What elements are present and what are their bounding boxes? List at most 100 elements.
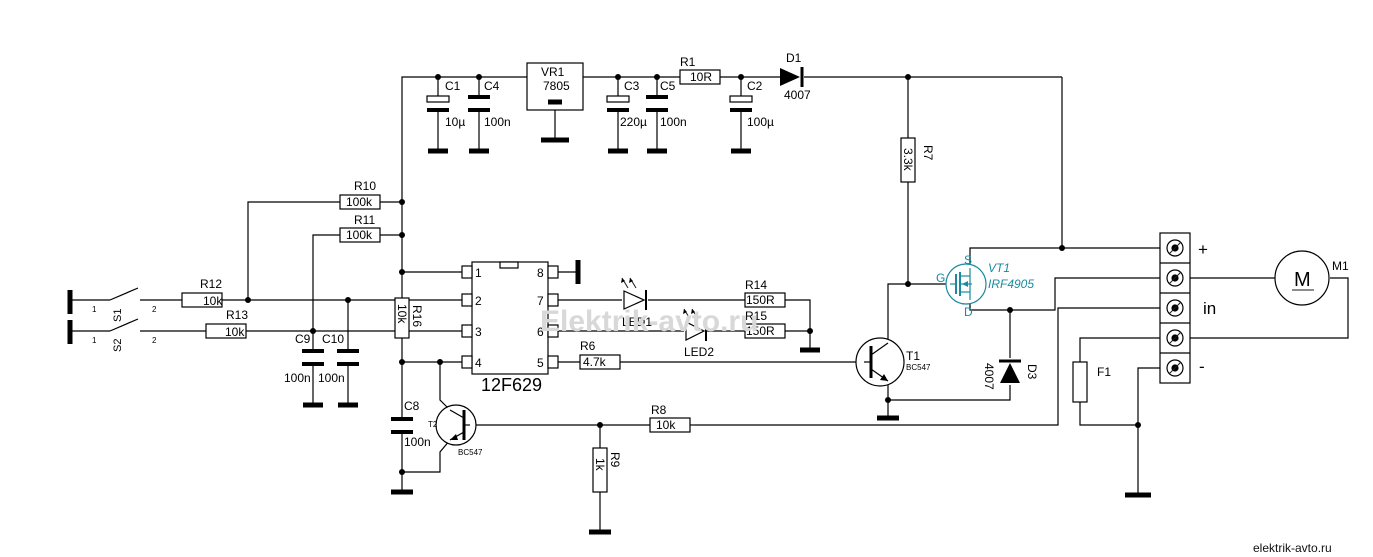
c8-ref: C8 bbox=[404, 399, 420, 413]
c5-ref: C5 bbox=[660, 79, 676, 93]
vt1-value: IRF4905 bbox=[988, 277, 1034, 291]
watermark: Elektrik-avto.ru bbox=[540, 305, 758, 338]
s1-ref: S1 bbox=[112, 309, 124, 322]
mosfet-vt1: G S D VT1 IRF4905 bbox=[936, 253, 1034, 319]
diode-d1: D1 4007 bbox=[780, 51, 811, 102]
r14-ref: R14 bbox=[745, 278, 767, 292]
pin-6: 6 bbox=[537, 325, 544, 339]
pin-8: 8 bbox=[537, 266, 544, 280]
motor-m1: M M1 bbox=[1274, 250, 1349, 306]
r16-ref: R16 bbox=[410, 305, 424, 327]
terminal-in: in bbox=[1203, 299, 1216, 318]
r12-ref: R12 bbox=[200, 277, 222, 291]
resistor-r1: R1 10R bbox=[679, 55, 721, 85]
r8-value: 10k bbox=[656, 418, 676, 432]
f1-ref: F1 bbox=[1097, 365, 1111, 379]
pin-1: 1 bbox=[475, 266, 482, 280]
ground-symbols bbox=[67, 137, 1151, 535]
r16-value: 10k bbox=[395, 304, 409, 324]
r12-value: 10k bbox=[203, 294, 223, 308]
c8-value: 100n bbox=[404, 435, 431, 449]
vt1-source: S bbox=[964, 253, 972, 267]
r11-value: 100k bbox=[346, 228, 373, 242]
resistor-r16: R16 10k bbox=[394, 297, 424, 339]
capacitor-c2: C2 100µ bbox=[729, 79, 774, 129]
capacitor-c8: C8 100n bbox=[391, 399, 431, 449]
r13-ref: R13 bbox=[226, 308, 248, 322]
r10-ref: R10 bbox=[354, 179, 376, 193]
s1-pin2: 2 bbox=[152, 305, 157, 314]
t2-value: BC547 bbox=[458, 448, 483, 457]
c1-ref: C1 bbox=[445, 79, 461, 93]
d1-value: 4007 bbox=[784, 88, 811, 102]
pin-2: 2 bbox=[475, 294, 482, 308]
resistor-r14: R14 150R bbox=[744, 278, 786, 308]
diode-d3: D3 4007 bbox=[982, 359, 1039, 390]
r1-value: 10R bbox=[690, 70, 712, 84]
r9-ref: R9 bbox=[608, 452, 622, 468]
regulator-vr1: VR1 7805 bbox=[526, 62, 584, 111]
d3-ref: D3 bbox=[1025, 364, 1039, 380]
vr1-ref: VR1 bbox=[541, 65, 565, 79]
resistor-r8: R8 10k bbox=[649, 403, 691, 433]
capacitor-c9: C9 100n bbox=[284, 332, 324, 385]
c4-value: 100n bbox=[484, 115, 511, 129]
resistor-r13: R13 10k bbox=[205, 308, 248, 339]
capacitor-c10: C10 100n bbox=[318, 332, 359, 385]
capacitor-c1: C1 10µ bbox=[426, 79, 465, 129]
fuse-f1: F1 bbox=[1072, 361, 1111, 403]
t1-value: BC547 bbox=[906, 363, 931, 372]
r14-value: 150R bbox=[746, 293, 775, 307]
vt1-gate: G bbox=[936, 271, 945, 285]
s2-pin2: 2 bbox=[152, 336, 157, 345]
resistor-r7: R7 3.3k bbox=[900, 137, 935, 183]
motor-symbol: M bbox=[1294, 269, 1311, 291]
resistor-r15: R15 150R bbox=[744, 309, 786, 339]
t1-ref: T1 bbox=[906, 349, 920, 363]
pin-5: 5 bbox=[537, 356, 544, 370]
r1-ref: R1 bbox=[680, 55, 696, 69]
c9-value: 100n bbox=[284, 371, 311, 385]
resistor-r12: R12 10k bbox=[181, 277, 223, 308]
r11-ref: R11 bbox=[354, 213, 375, 227]
switch-s2: 1 2 S2 bbox=[92, 318, 157, 352]
r9-value: 1k bbox=[593, 458, 607, 472]
pin-7: 7 bbox=[537, 294, 544, 308]
r15-value: 150R bbox=[746, 324, 775, 338]
c1-value: 10µ bbox=[445, 115, 465, 129]
s2-pin1: 1 bbox=[92, 336, 97, 345]
terminal-minus: - bbox=[1199, 357, 1205, 376]
c2-ref: C2 bbox=[747, 79, 763, 93]
s2-ref: S2 bbox=[112, 339, 124, 352]
r7-value: 3.3k bbox=[901, 148, 915, 172]
r6-value: 4.7k bbox=[583, 355, 607, 369]
wires bbox=[70, 76, 1349, 532]
terminal-plus: + bbox=[1198, 240, 1208, 259]
vr1-value: 7805 bbox=[543, 79, 570, 93]
site-url: elektrik-avto.ru bbox=[1253, 541, 1332, 555]
led2-ref: LED2 bbox=[684, 345, 714, 359]
terminal-block: + in - bbox=[1159, 232, 1216, 384]
t2-ref: T2 bbox=[428, 420, 438, 429]
capacitor-c4: C4 100n bbox=[468, 79, 511, 129]
resistor-r6: R6 4.7k bbox=[579, 339, 621, 370]
led-led2: LED2 bbox=[683, 308, 714, 359]
capacitor-c5: C5 100n bbox=[646, 79, 687, 129]
r6-ref: R6 bbox=[580, 339, 596, 353]
c5-value: 100n bbox=[660, 115, 687, 129]
mcu-12f629: 1 2 3 4 5 6 7 8 12F629 bbox=[461, 261, 559, 395]
resistor-r9: R9 1k bbox=[592, 447, 622, 493]
pin-3: 3 bbox=[475, 325, 482, 339]
c4-ref: C4 bbox=[484, 79, 500, 93]
r13-value: 10k bbox=[225, 325, 245, 339]
s1-pin1: 1 bbox=[92, 305, 97, 314]
r15-ref: R15 bbox=[745, 309, 767, 323]
c10-value: 100n bbox=[318, 371, 345, 385]
c3-ref: C3 bbox=[624, 79, 640, 93]
c2-value: 100µ bbox=[747, 115, 774, 129]
resistor-r10: R10 100k bbox=[339, 179, 381, 210]
d1-ref: D1 bbox=[786, 51, 802, 65]
vt1-drain: D bbox=[964, 305, 973, 319]
pin-4: 4 bbox=[475, 356, 482, 370]
